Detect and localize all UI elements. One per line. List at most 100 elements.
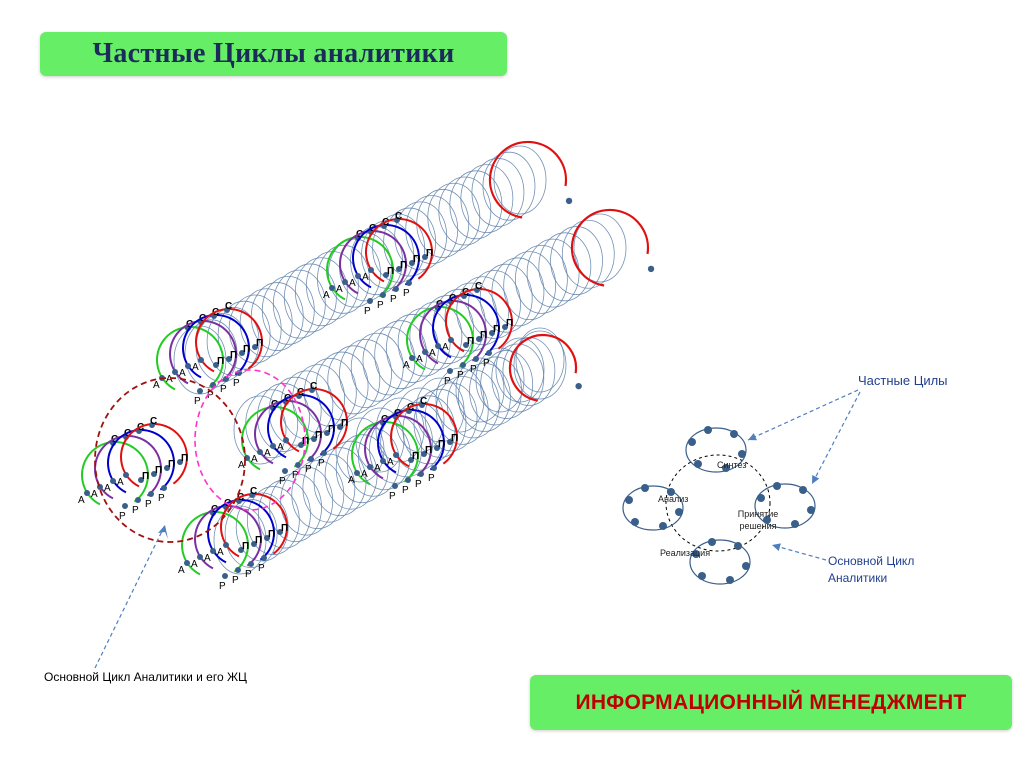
spring-coil bbox=[233, 395, 287, 465]
phase-node bbox=[224, 307, 230, 313]
spring-coil bbox=[469, 356, 522, 426]
phase-node bbox=[422, 254, 428, 260]
letter-a: А bbox=[251, 454, 258, 465]
phase-node bbox=[447, 439, 453, 445]
phase-node bbox=[342, 279, 348, 285]
letter-p: П bbox=[155, 465, 162, 476]
phase-node bbox=[502, 324, 508, 330]
cycle-node bbox=[807, 506, 815, 514]
phase-node bbox=[277, 529, 283, 535]
realization-label: Реализация bbox=[660, 548, 711, 558]
spring-coil bbox=[258, 479, 311, 549]
phase-node bbox=[435, 343, 441, 349]
phase-node bbox=[448, 337, 454, 343]
callout-arrowhead bbox=[772, 543, 781, 551]
phase-node bbox=[489, 330, 495, 336]
spring-coil bbox=[350, 332, 404, 402]
letter-p: П bbox=[230, 350, 237, 361]
cycle-node bbox=[641, 484, 649, 492]
letter-r: Р bbox=[220, 384, 227, 395]
phase-node bbox=[235, 567, 241, 573]
letter-p: П bbox=[412, 451, 419, 462]
spring-coil bbox=[291, 460, 345, 530]
phase-node bbox=[172, 369, 178, 375]
phase-node bbox=[257, 449, 263, 455]
letter-r: Р bbox=[119, 511, 126, 522]
letter-p: П bbox=[467, 336, 474, 347]
phase-node bbox=[296, 393, 302, 399]
letter-a: А bbox=[361, 469, 368, 480]
spring-coil bbox=[538, 232, 592, 302]
phase-node bbox=[434, 445, 440, 451]
phase-node bbox=[210, 548, 216, 554]
phase-node bbox=[461, 293, 467, 299]
phase-node bbox=[406, 280, 412, 286]
letter-s: С bbox=[150, 416, 157, 427]
spring-coil bbox=[471, 158, 525, 227]
callout-arrowhead bbox=[748, 433, 757, 441]
letter-r: Р bbox=[279, 476, 286, 487]
spring-coil bbox=[435, 375, 489, 445]
letter-a: А bbox=[336, 284, 343, 295]
letter-r: Р bbox=[132, 505, 139, 516]
spring-coil bbox=[339, 339, 392, 408]
phase-node bbox=[138, 477, 144, 483]
phase-node bbox=[283, 437, 289, 443]
phase-node bbox=[476, 336, 482, 342]
phase-node bbox=[422, 349, 428, 355]
end-node bbox=[575, 382, 582, 390]
phase-node bbox=[367, 464, 373, 470]
phase-node bbox=[309, 387, 315, 393]
private-cycle-ellipse bbox=[685, 427, 747, 473]
phase-node bbox=[298, 442, 304, 448]
letter-p: П bbox=[426, 248, 433, 259]
private-cycles-caption: Частные Цилы bbox=[858, 373, 948, 388]
phase-node bbox=[354, 470, 360, 476]
spring-coil bbox=[280, 370, 334, 440]
letter-s: С bbox=[475, 281, 482, 292]
spring-bottom bbox=[213, 330, 567, 575]
letter-p: П bbox=[315, 430, 322, 441]
phase-node bbox=[211, 313, 217, 319]
phase-node bbox=[184, 560, 190, 566]
letter-r: Р bbox=[292, 470, 299, 481]
phase-node bbox=[197, 388, 203, 394]
letter-r: Р bbox=[483, 358, 490, 369]
phase-node bbox=[136, 428, 142, 434]
letter-r: Р bbox=[258, 563, 265, 574]
letter-r: Р bbox=[194, 396, 201, 407]
phase-node bbox=[431, 465, 437, 471]
main-cycle-caption: Основной Цикл Аналитики bbox=[828, 554, 915, 585]
main-cycle-ellipse bbox=[665, 454, 771, 552]
cycle-node bbox=[698, 572, 706, 580]
phase-node bbox=[238, 547, 244, 553]
phase-node bbox=[122, 503, 128, 509]
letter-a: А bbox=[78, 495, 85, 506]
phase-node bbox=[329, 285, 335, 291]
main-cycle-dashed-magenta bbox=[194, 369, 306, 511]
phase-node bbox=[222, 573, 228, 579]
phase-node bbox=[324, 430, 330, 436]
phase-node bbox=[213, 362, 219, 368]
realization-cycle bbox=[689, 538, 751, 585]
private-cycles-arrow-1 bbox=[747, 389, 859, 441]
letter-p: П bbox=[341, 418, 348, 429]
phase-node bbox=[460, 362, 466, 368]
decision-label: Принятие решения bbox=[737, 509, 779, 531]
letter-r: Р bbox=[305, 464, 312, 475]
spring-coil bbox=[280, 466, 334, 536]
callout-line bbox=[811, 391, 861, 485]
letter-p: П bbox=[217, 356, 224, 367]
cycle-node bbox=[708, 538, 716, 546]
spring-middle bbox=[233, 213, 627, 465]
phase-node bbox=[223, 376, 229, 382]
phase-node bbox=[148, 491, 154, 497]
cycle-node bbox=[730, 430, 738, 438]
letter-s: С bbox=[420, 396, 427, 407]
phase-node bbox=[308, 456, 314, 462]
phase-node bbox=[394, 217, 400, 223]
